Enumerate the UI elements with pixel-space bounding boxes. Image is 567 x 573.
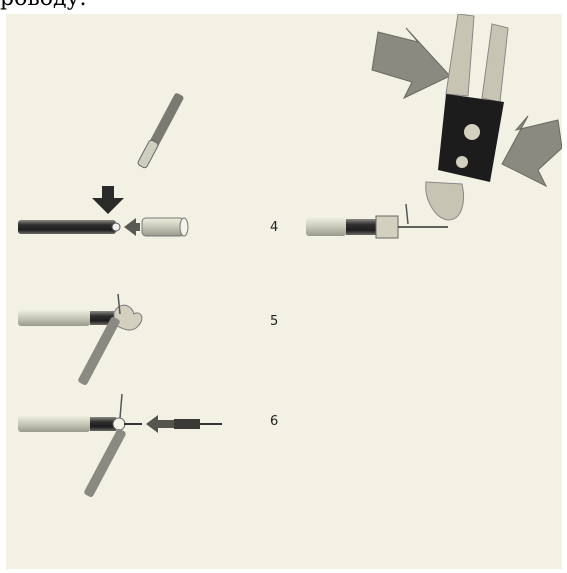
contact-pin (174, 419, 200, 429)
left-step-3 (18, 394, 222, 498)
cable-segment (18, 220, 116, 234)
left-arrow-icon (124, 218, 140, 236)
center-conductor-diagonal (77, 316, 121, 386)
coax-connector-assembly-diagram (6, 14, 562, 569)
right-step-4 (306, 14, 562, 238)
down-arrow-icon (92, 186, 124, 214)
ferrule-sleeve (142, 218, 184, 236)
crimp-tool (426, 14, 508, 220)
step-number-4: 4 (270, 220, 278, 235)
left-step-1 (18, 92, 188, 236)
step-number-6: 6 (270, 414, 278, 429)
cable-jacket (18, 310, 90, 326)
squeeze-arrow-icon (502, 116, 562, 186)
center-conductor-end (112, 223, 120, 231)
left-arrow-icon (146, 415, 174, 433)
braid-diagonal (83, 428, 127, 498)
illustration-panel: 4 5 6 (6, 14, 562, 569)
left-step-2 (18, 294, 142, 386)
step-number-5: 5 (270, 314, 278, 329)
caption-text: роводу. (0, 0, 86, 11)
folded-braid (114, 305, 142, 330)
crimp-sleeve-diagonal (137, 92, 184, 169)
squeeze-arrow-icon (372, 28, 450, 98)
